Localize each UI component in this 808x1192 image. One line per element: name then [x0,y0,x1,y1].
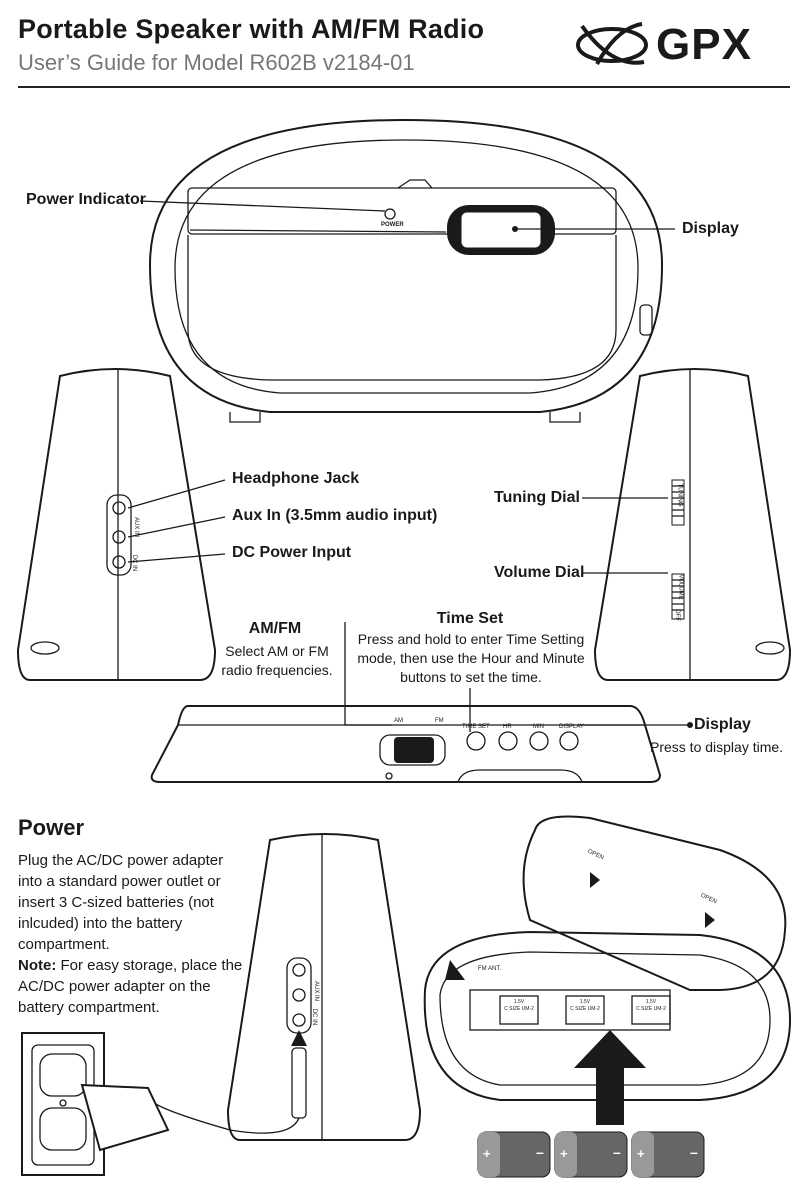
wall-outlet-illustration [21,1032,170,1176]
power-marking: POWER [381,222,404,228]
battery-2-minus: – [613,1144,621,1160]
display-title-top: Display [694,716,751,733]
power-side-illustration [149,833,422,1141]
left-side-illustration [16,368,226,681]
power-indicator-label: Power Indicator [26,191,147,208]
time-set-title: Time Set [436,610,504,627]
note-label: Note: [18,957,57,974]
header-divider [18,86,790,88]
display-description: Press to display time. [650,739,784,755]
power-body: Plug the AC/DC power adapter into a stan… [18,852,224,953]
headphone-jack-label: Headphone Jack [232,470,360,487]
battery-1-plus: + [483,1146,491,1161]
display-marking: DISPLAY [559,724,584,730]
dc-in-marking: DC IN [131,554,138,572]
power-heading: Power [18,815,85,840]
batteries-illustration [477,1131,705,1178]
battery-size: C SIZE UM-2 [504,1006,534,1012]
am-fm-title: AM/FM [248,620,302,637]
brand-text: GPX [656,20,752,69]
power-dc-marking: DC IN [311,1008,318,1026]
display-label-front: Display [682,220,739,237]
am-marking: AM [394,718,403,724]
battery-voltage: 1.5V [513,999,525,1005]
aux-in-label: Aux In (3.5mm audio input) [232,507,438,524]
fm-ant-marking: FM ANT. [478,966,502,972]
right-side-illustration [582,368,792,681]
battery-voltage: 1.5V [645,999,657,1005]
note-text: For easy storage, place the AC/DC power … [18,957,243,1016]
volume-marking: VOLUME [677,574,684,600]
top-view-illustration [150,622,693,783]
time-set-description: Press and hold to enter Time Setting mod… [357,631,585,685]
off-marking: OFF [674,609,680,621]
battery-compartment-illustration [423,815,792,1125]
am-fm-description: Select AM or FM radio frequencies. [221,643,333,678]
aux-in-marking: AUX IN [133,516,140,538]
battery-2-plus: + [560,1146,568,1161]
power-note: Note: For easy storage, place the AC/DC … [18,955,243,1018]
page-subtitle: User’s Guide for Model R602B v2184-01 [18,50,415,75]
battery-size: C SIZE UM-2 [636,1006,666,1012]
time-set-marking: TIME SET [462,724,490,730]
battery-voltage: 1.5V [579,999,591,1005]
battery-1-minus: – [536,1144,544,1160]
dc-power-input-label: DC Power Input [232,544,352,561]
fm-marking: FM [435,718,444,724]
battery-size: C SIZE UM-2 [570,1006,600,1012]
tuning-dial-label: Tuning Dial [494,489,580,506]
gpx-logo: GPX [572,18,790,72]
volume-dial-label: Volume Dial [494,564,585,581]
page-title: Portable Speaker with AM/FM Radio [18,14,485,44]
battery-3-plus: + [637,1146,645,1161]
tuning-marking: TUNING [676,483,683,507]
front-view-illustration [148,118,664,423]
power-aux-marking: AUX IN [313,980,320,1002]
battery-3-minus: – [690,1144,698,1160]
hr-marking: HR [503,724,512,730]
min-marking: MIN [533,724,544,730]
